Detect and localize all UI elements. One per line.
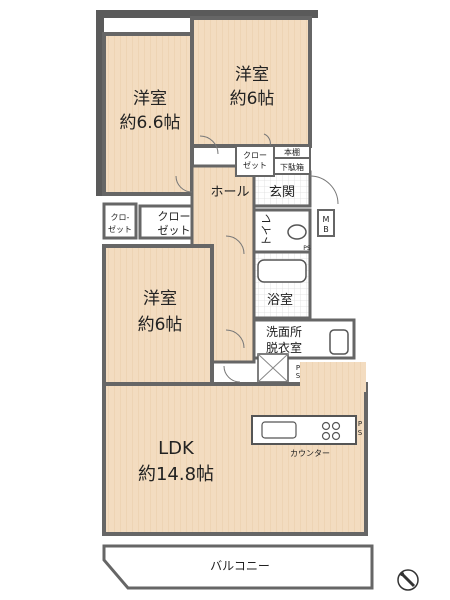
closet-left xyxy=(102,202,138,240)
bedroom-1-size: 約6.6帖 xyxy=(119,113,180,133)
ldk-floor xyxy=(102,382,368,536)
compass-icon xyxy=(397,569,419,591)
bedroom-3-size: 約6帖 xyxy=(138,315,183,335)
bath-label: 浴室 xyxy=(267,292,293,308)
entrance-label: 玄関 xyxy=(269,185,295,200)
ps-label-2b: S xyxy=(296,372,301,380)
bedroom-3-floor xyxy=(102,244,214,386)
ldk-kitchen-strip xyxy=(300,362,366,392)
toilet-floor xyxy=(252,208,312,254)
toilet-bowl-icon xyxy=(287,224,307,240)
washroom-label-1: 洗面所 xyxy=(266,325,302,339)
ps-label-3b: S xyxy=(358,429,363,437)
balcony-label: バルコニー xyxy=(210,559,270,573)
shoe-box-label: 下駄箱 xyxy=(280,162,304,172)
bedroom-2-name: 洋室 xyxy=(235,65,269,85)
closet-top-label-1: クロー xyxy=(243,151,267,160)
ldk-name: LDK xyxy=(158,438,195,459)
kitchen-counter xyxy=(251,415,357,445)
ps-label-2a: P xyxy=(296,364,300,372)
bathtub-icon xyxy=(257,259,307,283)
exterior-walls xyxy=(96,10,318,196)
counter-label: カウンター xyxy=(290,449,330,458)
closet-left-label-1: クロ- xyxy=(111,213,130,222)
bedroom-2-size: 約6帖 xyxy=(230,89,275,109)
stove-burner-icon xyxy=(331,421,341,431)
meter-box xyxy=(317,209,335,237)
stove-burner-icon xyxy=(331,431,341,441)
bedroom-2-floor xyxy=(190,16,312,148)
washroom-label-2: 脱衣室 xyxy=(266,340,302,355)
ps-label-3a: P xyxy=(358,420,362,428)
closet-mid-label-1: クロー xyxy=(158,210,191,223)
hall-label: ホール xyxy=(210,185,249,200)
bedroom-3-name: 洋室 xyxy=(143,289,177,309)
shelf-label: 本棚 xyxy=(284,147,300,157)
ldk-size: 約14.8帖 xyxy=(138,464,214,485)
stove-burner-icon xyxy=(321,431,331,441)
mb-label-2: B xyxy=(323,225,329,234)
bedroom-1-name: 洋室 xyxy=(133,89,167,109)
bedroom-1-floor xyxy=(102,32,194,196)
toilet-label: トイレ xyxy=(260,214,273,247)
kitchen-sink-icon xyxy=(261,421,297,439)
stove-burner-icon xyxy=(321,421,331,431)
closet-left-label-2: ゼット xyxy=(108,224,132,234)
door-swings xyxy=(175,133,339,383)
ps-label-1: PS xyxy=(303,245,311,252)
shoe-box xyxy=(273,157,311,175)
closet-mid-label-2: ゼット xyxy=(158,224,191,237)
sink-icon xyxy=(329,329,349,355)
mb-label-1: M xyxy=(323,215,330,224)
balcony-floor xyxy=(102,544,374,590)
closet-top-label-2: ゼット xyxy=(243,160,267,170)
